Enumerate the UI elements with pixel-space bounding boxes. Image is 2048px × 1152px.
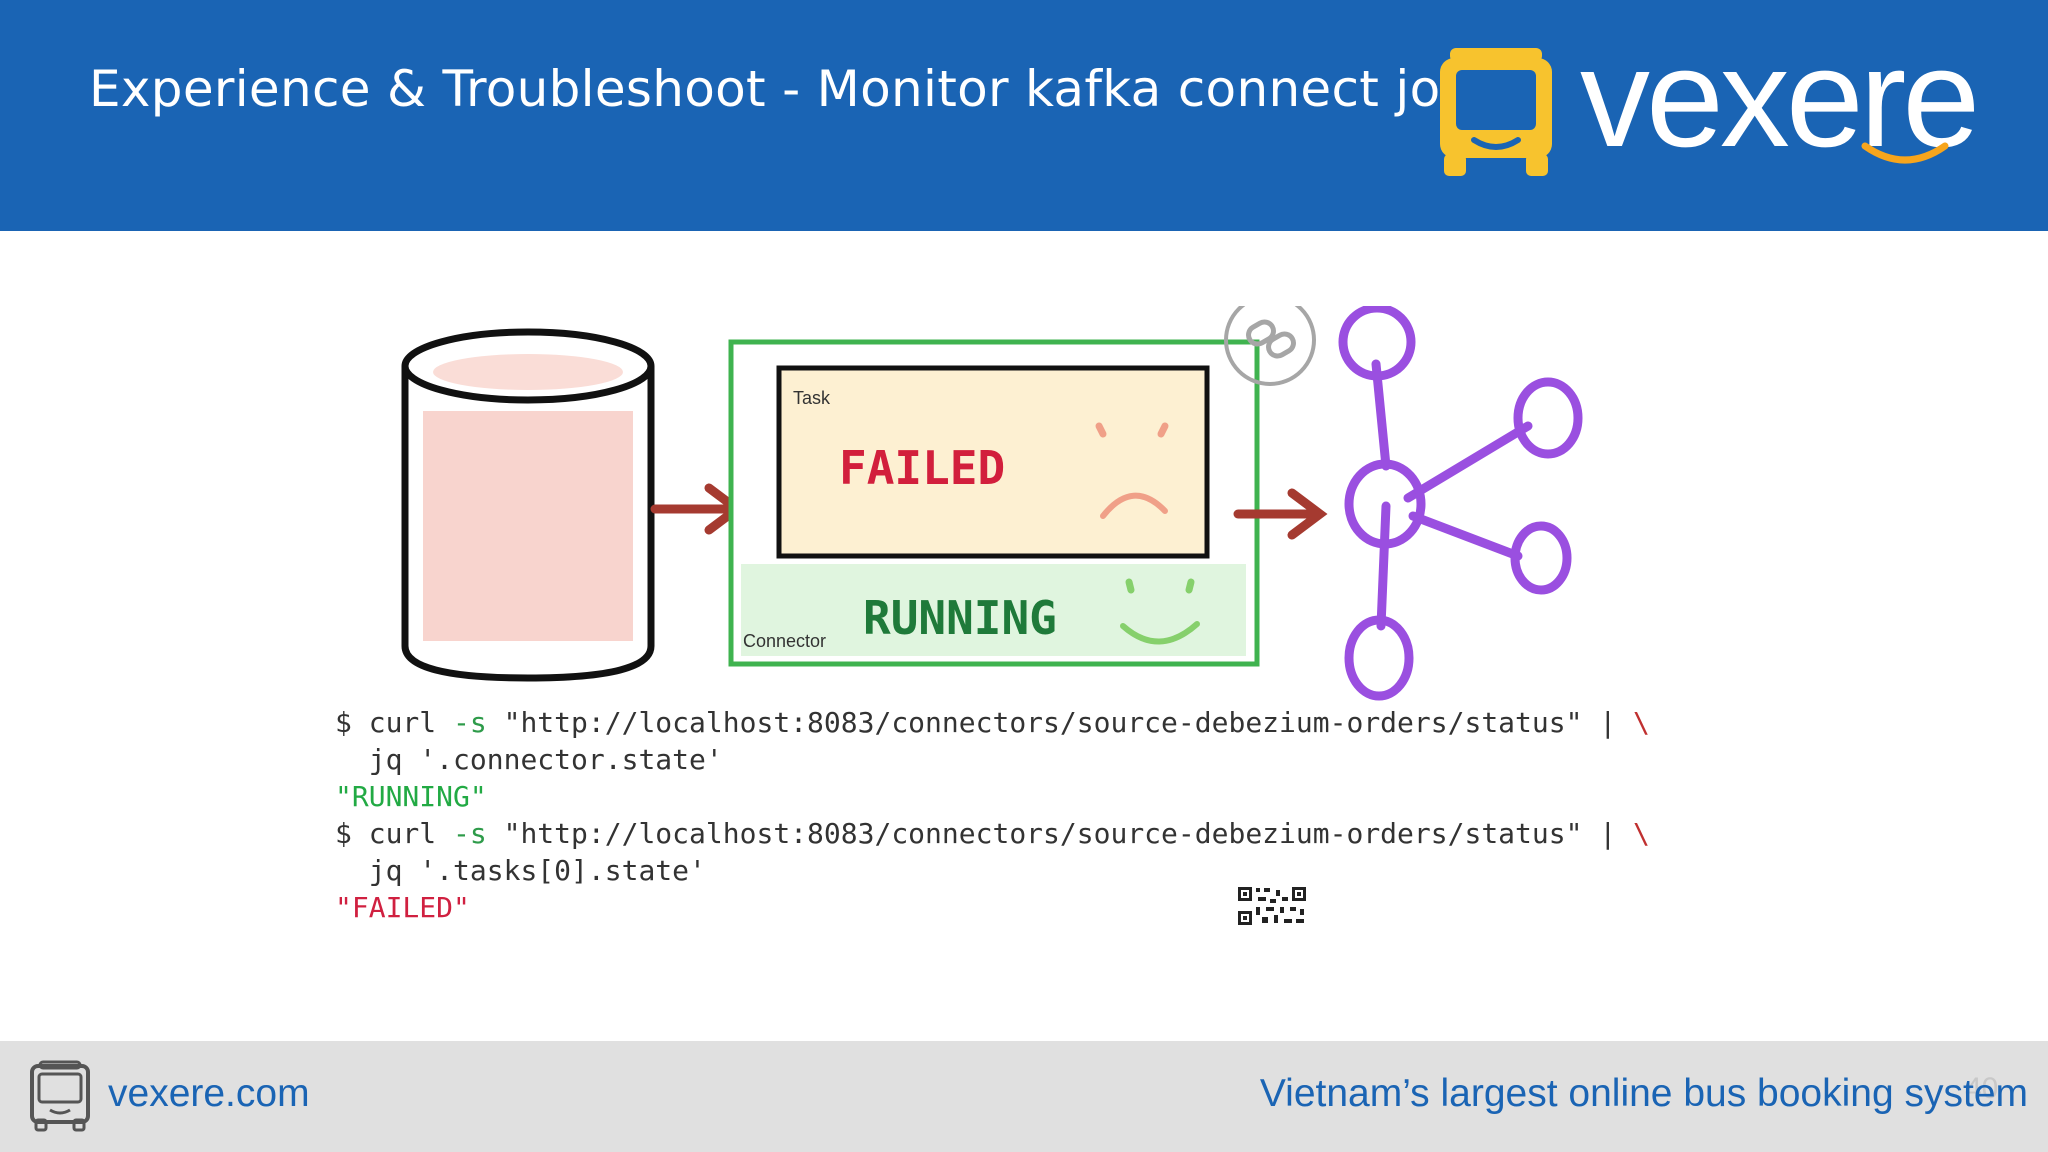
footer-tagline: Vietnam’s largest online bus booking sys… bbox=[1259, 1072, 2028, 1115]
slide-footer bbox=[0, 1041, 2048, 1152]
kafka-logo-icon bbox=[1338, 306, 1583, 701]
status-url: "http://localhost:8083/connectors/source… bbox=[503, 817, 1583, 850]
sad-face-icon bbox=[1095, 422, 1169, 519]
brand-smile-icon bbox=[1861, 142, 1949, 164]
footer-website[interactable]: vexere.com bbox=[108, 1072, 310, 1115]
connector-label: Connector bbox=[743, 631, 826, 651]
shell-prompt: $ bbox=[335, 817, 352, 850]
jq-filter-task: '.tasks[0].state' bbox=[419, 854, 706, 887]
database-cylinder-icon bbox=[401, 328, 655, 682]
line-continuation: \ bbox=[1633, 817, 1650, 850]
task-label: Task bbox=[793, 388, 831, 408]
curl-flag: -s bbox=[453, 817, 487, 850]
debezium-logo-icon bbox=[1224, 306, 1316, 386]
bus-outline-icon bbox=[30, 1060, 90, 1132]
slide-header bbox=[0, 0, 2048, 231]
arrow-right-icon bbox=[650, 483, 745, 535]
curl-command: curl bbox=[368, 706, 437, 739]
task-box bbox=[776, 365, 1210, 559]
page-number: 40 bbox=[1965, 1072, 1999, 1105]
arrow-right-icon bbox=[1233, 488, 1328, 540]
jq-command: jq bbox=[368, 854, 403, 887]
curl-flag: -s bbox=[453, 706, 487, 739]
kafka-connect-diagram: Task FAILED Connector RUNNING bbox=[401, 306, 1583, 701]
qr-code-icon bbox=[1236, 885, 1308, 927]
curl-code-block: $ curl -s "http://localhost:8083/connect… bbox=[335, 704, 1650, 926]
curl-command: curl bbox=[368, 817, 437, 850]
brand-wordmark: vexere bbox=[1580, 19, 1980, 176]
shell-prompt: $ bbox=[335, 706, 352, 739]
task-state-result: "FAILED" bbox=[335, 891, 470, 924]
bus-logo-icon bbox=[1440, 48, 1552, 176]
pipe-symbol: | bbox=[1599, 817, 1617, 850]
pipe-symbol: | bbox=[1599, 706, 1617, 739]
line-continuation: \ bbox=[1633, 706, 1650, 739]
happy-face-icon bbox=[1120, 578, 1200, 645]
slide-title: Experience & Troubleshoot - Monitor kafk… bbox=[89, 60, 1473, 118]
connector-state-result: "RUNNING" bbox=[335, 780, 487, 813]
status-url: "http://localhost:8083/connectors/source… bbox=[503, 706, 1583, 739]
connector-state: RUNNING bbox=[863, 591, 1057, 645]
jq-command: jq bbox=[368, 743, 403, 776]
task-state: FAILED bbox=[839, 441, 1005, 495]
jq-filter-connector: '.connector.state' bbox=[419, 743, 723, 776]
